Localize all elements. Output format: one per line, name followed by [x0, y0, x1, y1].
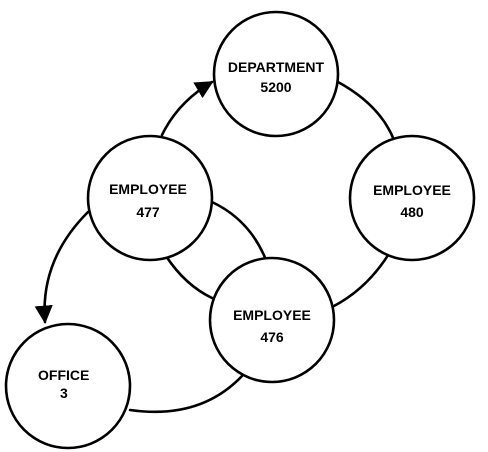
node-department: DEPARTMENT 5200: [212, 10, 340, 138]
node-department-circle: [212, 10, 340, 138]
node-office-title: OFFICE: [38, 367, 89, 383]
node-employee-476: EMPLOYEE 476: [208, 256, 336, 384]
node-office: OFFICE 3: [4, 322, 132, 450]
node-employee-480-circle: [348, 134, 476, 262]
node-department-title: DEPARTMENT: [228, 59, 325, 75]
edge-office-to-employee476: [128, 374, 244, 414]
node-employee-477-title: EMPLOYEE: [109, 181, 187, 197]
node-employee-476-circle: [208, 256, 336, 384]
node-employee-477: EMPLOYEE 477: [86, 134, 214, 262]
node-employee-477-circle: [86, 134, 214, 262]
node-employee-480-number: 480: [400, 204, 424, 220]
node-office-circle: [4, 322, 132, 450]
node-employee-476-title: EMPLOYEE: [233, 307, 311, 323]
node-employee-477-number: 477: [136, 204, 160, 220]
node-office-number: 3: [60, 385, 68, 401]
edge-employee477-to-office: [34, 210, 90, 324]
edge-employee480-to-employee476: [332, 250, 392, 308]
edge-employee477-to-department: [160, 80, 214, 137]
edge-department-to-employee480: [336, 80, 396, 142]
node-employee-480: EMPLOYEE 480: [348, 134, 476, 262]
edge-employee477-to-employee476-lower: [164, 254, 214, 300]
node-employee-480-title: EMPLOYEE: [373, 182, 451, 198]
node-employee-476-number: 476: [260, 329, 284, 345]
edge-employee477-to-employee476-upper: [210, 200, 268, 262]
node-department-number: 5200: [260, 79, 291, 95]
